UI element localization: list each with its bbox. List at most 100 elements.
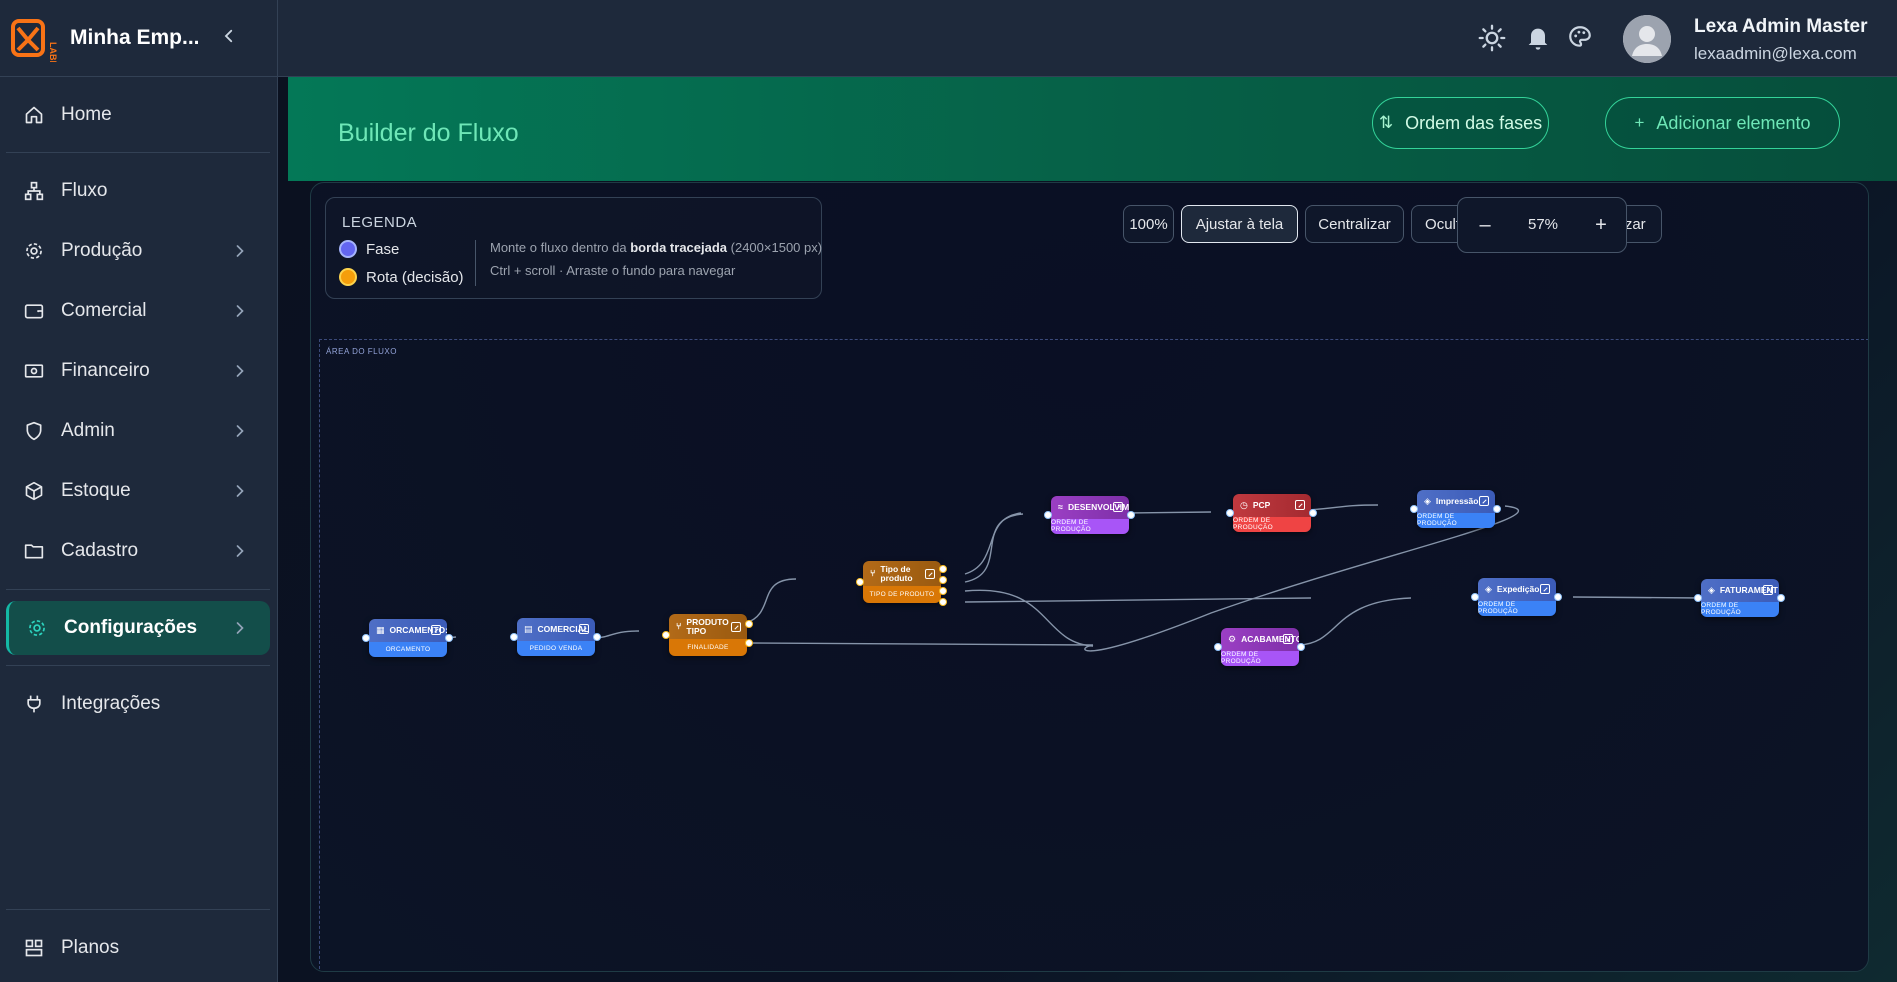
edge-impressao-acabamento[interactable] (1084, 505, 1520, 652)
user-name: Lexa Admin Master (1694, 16, 1868, 37)
edit-icon[interactable] (1540, 584, 1550, 595)
edit-icon[interactable] (1763, 585, 1773, 596)
sidebar-item-label: Produção (61, 240, 143, 261)
sidebar-item-producao[interactable]: Produção (6, 224, 270, 278)
legend-hint: Monte o fluxo dentro da borda tracejada … (490, 240, 822, 255)
banknote-icon (22, 359, 46, 383)
main-content: Builder do Fluxo ⇅ Ordem das fases + Adi… (278, 77, 1897, 982)
edit-icon[interactable] (1283, 634, 1293, 645)
node-handle-in[interactable] (1044, 511, 1052, 519)
flow-area[interactable]: ÁREA DO FLUXO (319, 339, 1868, 971)
zoom-in-button[interactable]: + (1595, 213, 1607, 236)
zoom-100-button[interactable]: 100% (1123, 205, 1174, 243)
edge-tipoproduto-acabamento[interactable] (964, 589, 1094, 647)
edit-icon[interactable] (1295, 500, 1305, 511)
edge-tipoproduto-desenvolvimento-2[interactable] (964, 513, 1024, 583)
receipt-icon: ▤ (524, 623, 533, 634)
flow-node-impressao[interactable]: ◈Impressão ORDEM DE PRODUÇÃO (1417, 490, 1495, 528)
plus-icon: + (1634, 113, 1645, 132)
sidebar-item-financeiro[interactable]: Financeiro (6, 344, 270, 398)
edit-icon[interactable] (731, 621, 741, 632)
legend-item-route: Rota (decisão) (339, 268, 464, 286)
edge-tipoproduto-expedicao[interactable] (964, 597, 1312, 603)
sidebar-item-home[interactable]: Home (6, 88, 270, 142)
flow-node-comercial[interactable]: ▤COMERCIAL PEDIDO VENDA (517, 618, 595, 656)
flow-node-faturamento[interactable]: ◈FATURAMENT ORDEM DE PRODUÇÃO (1701, 579, 1779, 617)
edge-desenvolvimento-pcp[interactable] (1123, 511, 1212, 514)
node-handle-out[interactable] (939, 587, 947, 595)
wallet-icon (22, 299, 46, 323)
flow-node-desenvolvimento[interactable]: ≈DESENVOLVIM ORDEM DE PRODUÇÃO (1051, 496, 1129, 534)
edit-icon[interactable] (925, 568, 935, 579)
legend-route-label: Rota (decisão) (366, 268, 464, 286)
node-handle-out[interactable] (1554, 593, 1562, 601)
edit-icon[interactable] (431, 625, 441, 636)
sidebar-item-fluxo[interactable]: Fluxo (6, 164, 270, 218)
node-handle-in[interactable] (1410, 505, 1418, 513)
node-handle-out[interactable] (1777, 594, 1785, 602)
flow-node-acabamento[interactable]: ⚙ACABAMENTO ORDEM DE PRODUÇÃO (1221, 628, 1299, 666)
flow-canvas[interactable]: ÁREA DO FLUXO (310, 182, 1869, 972)
palette-icon (1569, 26, 1591, 47)
edge-produtotipo-tipoproduto[interactable] (745, 578, 797, 624)
edit-icon[interactable] (1479, 496, 1489, 507)
node-handle-in[interactable] (1226, 509, 1234, 517)
node-handle-in[interactable] (662, 631, 670, 639)
avatar[interactable] (1623, 15, 1671, 63)
node-title: Expedição (1496, 584, 1540, 595)
node-handle-out[interactable] (1309, 509, 1317, 517)
sidebar-item-cadastro[interactable]: Cadastro (6, 524, 270, 578)
node-handle-in[interactable] (1694, 594, 1702, 602)
flow-node-produto-tipo[interactable]: ⑂PRODUTO TIPO FINALIDADE (669, 614, 747, 656)
sidebar-item-comercial[interactable]: Comercial (6, 284, 270, 338)
flow-node-tipo-produto[interactable]: ⑂Tipo de produto TIPO DE PRODUTO (863, 561, 941, 603)
legend-hint-prefix: Monte o fluxo dentro da (490, 240, 631, 255)
node-handle-in[interactable] (856, 578, 864, 586)
center-button[interactable]: Centralizar (1305, 205, 1404, 243)
sidebar-item-integracoes[interactable]: Integrações (6, 677, 270, 731)
collapse-sidebar-button[interactable] (220, 27, 238, 50)
node-handle-out[interactable] (745, 620, 753, 628)
phase-dot-icon (339, 240, 357, 258)
sidebar-item-label: Home (61, 104, 112, 125)
edge-tipoproduto-desenvolvimento-1[interactable] (964, 512, 1022, 575)
node-handle-out[interactable] (445, 634, 453, 642)
edit-icon[interactable] (1113, 502, 1123, 513)
node-title: Impressão (1435, 496, 1479, 507)
brand[interactable]: LABEL Minha Emp... (0, 0, 277, 77)
edge-pcp-impressao[interactable] (1306, 504, 1379, 511)
sidebar-item-admin[interactable]: Admin (6, 404, 270, 458)
node-handle-out[interactable] (1493, 505, 1501, 513)
edge-expedicao-faturamento[interactable] (1572, 596, 1702, 599)
node-handle-out[interactable] (745, 639, 753, 647)
node-handle-out[interactable] (939, 576, 947, 584)
flow-node-orcamento[interactable]: ▦ORCAMENTO: ORCAMENTO (369, 619, 447, 657)
sidebar-item-planos[interactable]: Planos (6, 921, 270, 975)
node-handle-out[interactable] (939, 565, 947, 573)
node-handle-in[interactable] (362, 634, 370, 642)
fit-screen-button[interactable]: Ajustar à tela (1181, 205, 1298, 243)
sidebar-item-configuracoes[interactable]: Configurações (6, 601, 270, 655)
edge-acabamento-expedicao[interactable] (1298, 597, 1412, 646)
node-handle-in[interactable] (1471, 593, 1479, 601)
node-handle-in[interactable] (510, 633, 518, 641)
node-handle-out[interactable] (939, 598, 947, 606)
edit-icon[interactable] (579, 624, 589, 635)
phase-order-button[interactable]: ⇅ Ordem das fases (1372, 97, 1549, 149)
node-handle-out[interactable] (1297, 643, 1305, 651)
theme-toggle-button[interactable] (1478, 24, 1506, 52)
notifications-button[interactable] (1524, 24, 1552, 52)
edge-produtotipo-acabamento[interactable] (745, 642, 1094, 646)
zoom-out-button[interactable]: – (1479, 213, 1491, 236)
node-handle-out[interactable] (1127, 511, 1135, 519)
node-title: ACABAMENTO (1241, 634, 1299, 645)
flow-node-pcp[interactable]: ◷PCP ORDEM DE PRODUÇÃO (1233, 494, 1311, 532)
add-element-label: Adicionar elemento (1656, 112, 1811, 133)
palette-button[interactable] (1567, 24, 1595, 52)
node-handle-out[interactable] (593, 633, 601, 641)
sidebar-item-estoque[interactable]: Estoque (6, 464, 270, 518)
node-handle-in[interactable] (1214, 643, 1222, 651)
legend-hint-bold: borda tracejada (630, 240, 728, 255)
flow-node-expedicao[interactable]: ◈Expedição ORDEM DE PRODUÇÃO (1478, 578, 1556, 616)
add-element-button[interactable]: + Adicionar elemento (1605, 97, 1840, 149)
